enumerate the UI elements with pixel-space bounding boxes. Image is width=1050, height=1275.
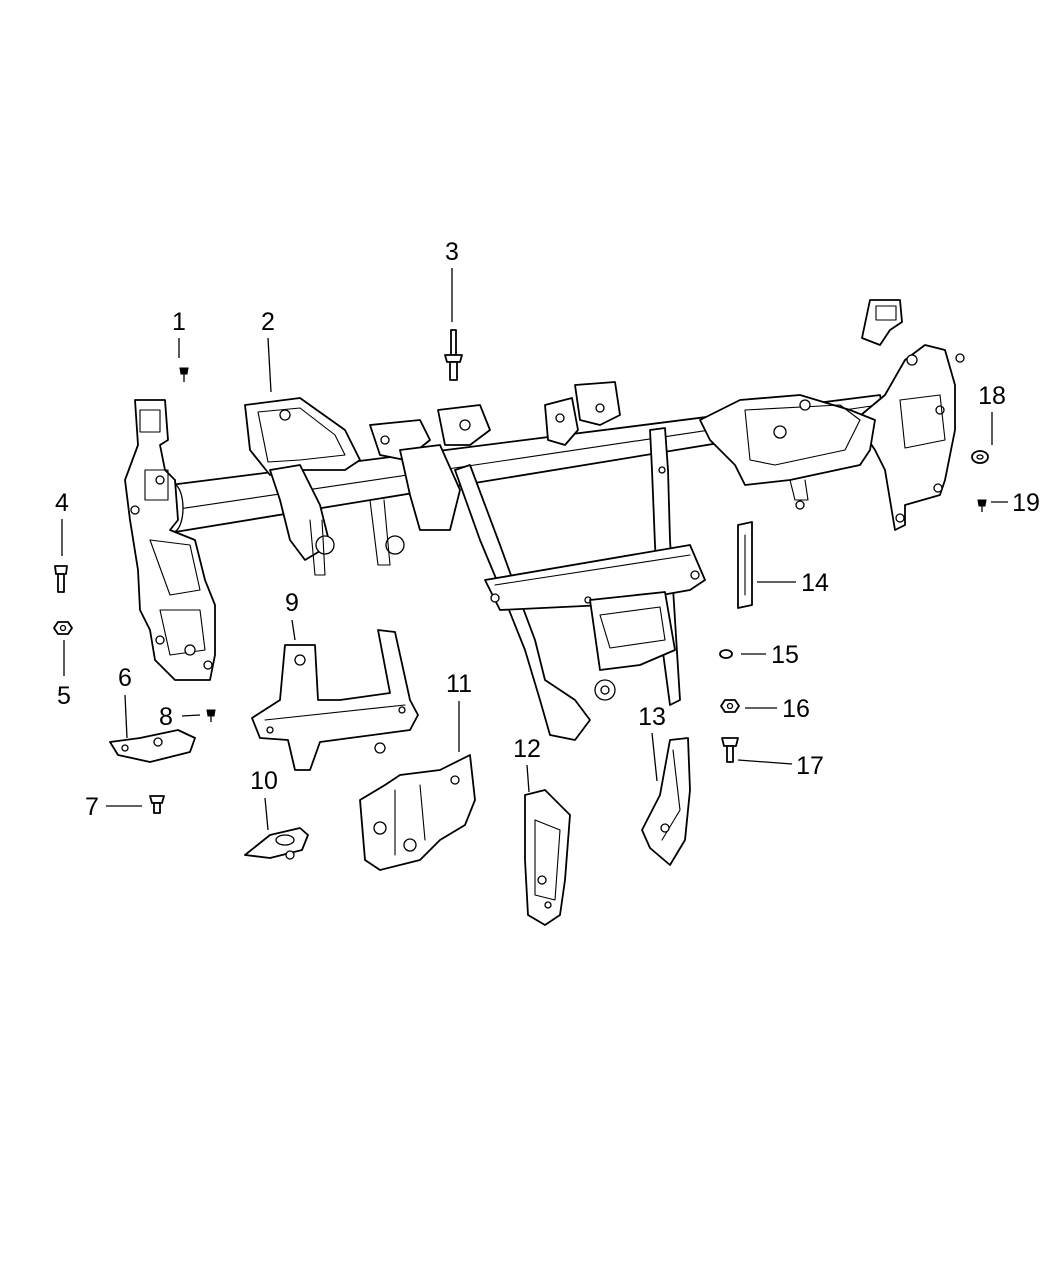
callout-13: 13 — [638, 703, 666, 731]
nut-5 — [53, 621, 73, 635]
callout-8: 8 — [159, 703, 173, 731]
callout-14: 14 — [801, 569, 829, 597]
strip-14 — [737, 521, 753, 609]
callout-11: 11 — [446, 670, 472, 698]
callout-6: 6 — [118, 664, 132, 692]
callout-10: 10 — [250, 767, 278, 795]
bracket-9 — [251, 629, 419, 771]
bracket-11 — [359, 754, 476, 871]
callout-5: 5 — [57, 682, 71, 710]
bracket-10 — [244, 827, 309, 860]
callout-17: 17 — [796, 752, 824, 780]
screw-1 — [179, 367, 189, 382]
bolt-4 — [54, 565, 68, 593]
callout-1: 1 — [172, 308, 186, 336]
callout-16: 16 — [782, 695, 810, 723]
screw-8 — [206, 709, 216, 722]
callout-4: 4 — [55, 489, 69, 517]
callout-9: 9 — [285, 589, 299, 617]
bracket-13 — [641, 737, 691, 866]
bolt-7 — [149, 795, 165, 814]
screw-19 — [977, 499, 987, 512]
bolt-3 — [444, 329, 463, 381]
bolt-17 — [721, 737, 739, 763]
bracket-6 — [109, 729, 196, 763]
clip-15 — [719, 649, 733, 659]
cross-car-beam-assembly — [124, 299, 965, 741]
callout-15: 15 — [771, 641, 799, 669]
callout-7: 7 — [85, 793, 99, 821]
callout-labels: 1 2 3 4 5 6 7 8 9 10 11 12 13 14 15 16 1… — [55, 238, 1040, 821]
bracket-12 — [524, 789, 571, 926]
nut-16 — [720, 699, 740, 713]
callout-3: 3 — [445, 238, 459, 266]
callout-19: 19 — [1012, 489, 1040, 517]
callout-18: 18 — [978, 382, 1006, 410]
callout-2: 2 — [261, 308, 275, 336]
leader-lines — [61, 268, 1008, 831]
washer-18 — [971, 450, 989, 464]
callout-12: 12 — [513, 735, 541, 763]
